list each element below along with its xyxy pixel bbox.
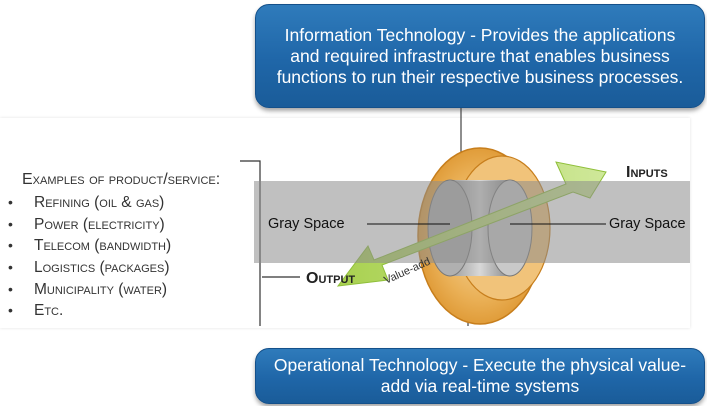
- list-item: •Logistics (packages): [8, 257, 171, 279]
- bullet-icon: •: [8, 215, 13, 232]
- it-callout-text: Information Technology - Provides the ap…: [276, 24, 684, 87]
- list-item: •Municipality (water): [8, 279, 171, 301]
- ot-callout-text: Operational Technology - Execute the phy…: [273, 355, 687, 396]
- inputs-label: Inputs: [626, 164, 668, 181]
- examples-list: •Refining (oil & gas) •Power (electricit…: [8, 192, 171, 322]
- bullet-icon: •: [8, 237, 13, 254]
- gray-space-band: [254, 181, 690, 263]
- bullet-icon: •: [8, 280, 13, 297]
- it-callout: Information Technology - Provides the ap…: [255, 4, 705, 108]
- bullet-icon: •: [8, 194, 13, 210]
- list-item: •Refining (oil & gas): [8, 192, 171, 214]
- list-item: •Etc.: [8, 300, 171, 322]
- list-item: •Power (electricity): [8, 214, 171, 236]
- ot-callout: Operational Technology - Execute the phy…: [255, 348, 705, 404]
- gray-space-right-label: Gray Space: [609, 216, 686, 232]
- output-label: Output: [306, 270, 356, 287]
- bullet-icon: •: [8, 302, 13, 319]
- gray-space-left-label: Gray Space: [268, 216, 345, 232]
- examples-title: Examples of product/service:: [22, 171, 221, 188]
- bullet-icon: •: [8, 259, 13, 276]
- list-item: •Telecom (bandwidth): [8, 235, 171, 257]
- examples-bracket: [240, 160, 261, 326]
